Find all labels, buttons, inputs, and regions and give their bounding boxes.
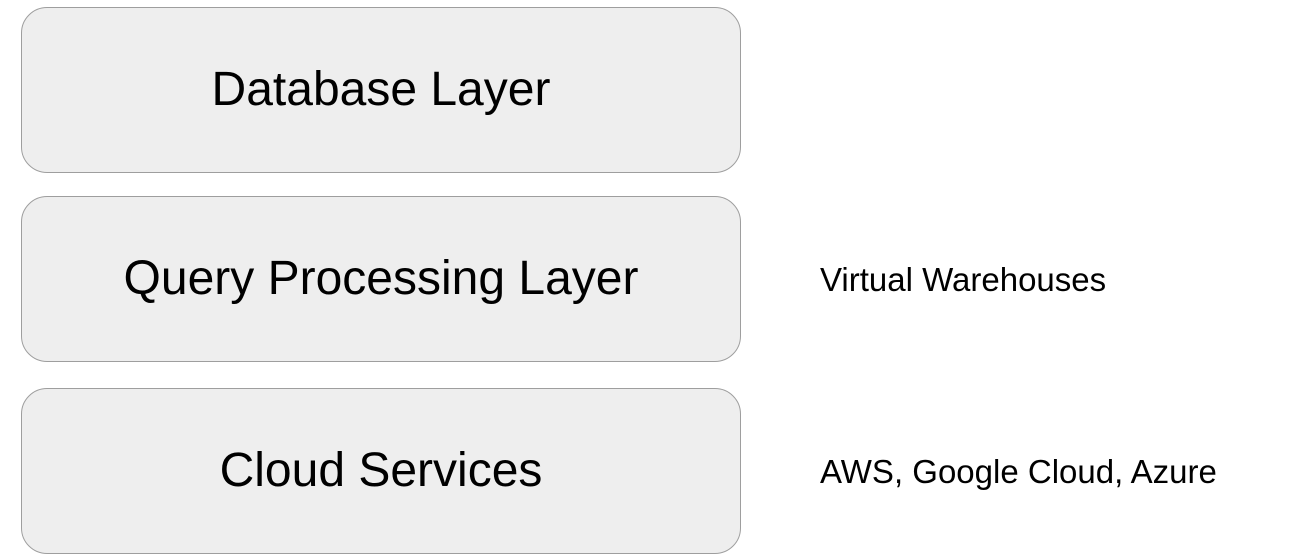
cloud-services-note: AWS, Google Cloud, Azure: [820, 453, 1217, 490]
query-processing-note: Virtual Warehouses: [820, 261, 1107, 298]
cloud-services-layer-box: Cloud Services: [21, 388, 741, 554]
query-processing-layer-box: Query Processing Layer: [21, 196, 741, 362]
cloud-services-layer-label: Cloud Services: [219, 444, 543, 497]
query-processing-layer-label: Query Processing Layer: [123, 252, 639, 305]
database-layer-label: Database Layer: [211, 63, 551, 116]
database-layer-box: Database Layer: [21, 7, 741, 173]
